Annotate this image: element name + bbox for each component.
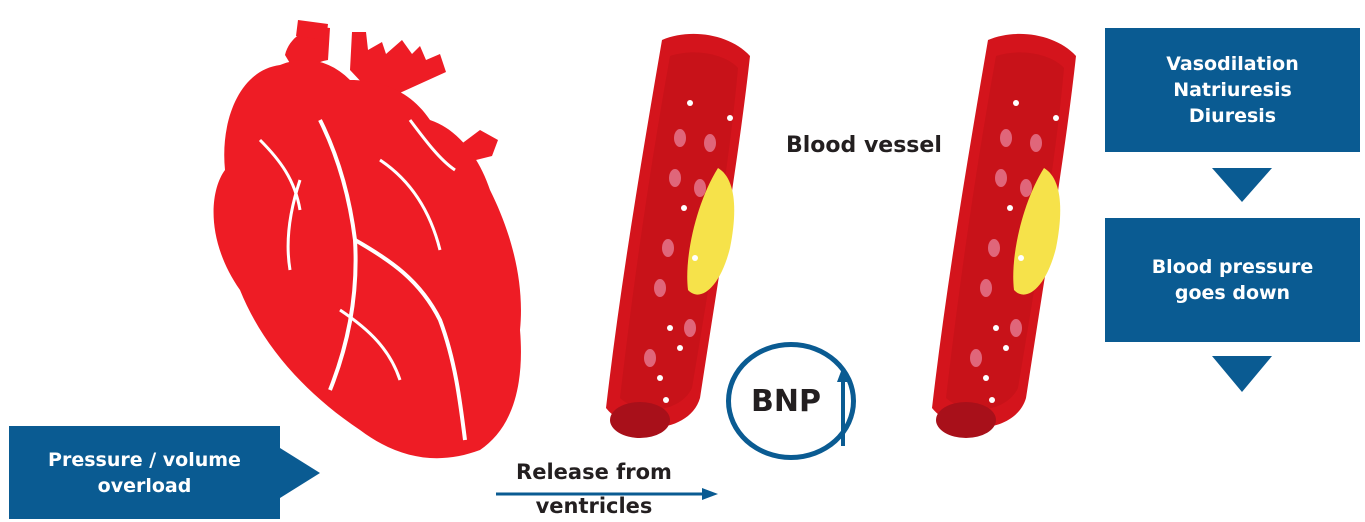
effects-box: Vasodilation Natriuresis Diuresis (1105, 28, 1360, 152)
input-line-1: Pressure / volume (48, 447, 241, 473)
right-arrow-icon (496, 486, 718, 502)
bnp-label: BNP (751, 384, 821, 419)
blood-pressure-outcome-box: Blood pressure goes down (1105, 218, 1360, 342)
down-arrow-icon (1212, 356, 1272, 392)
outcome-line-1: Blood pressure (1152, 254, 1314, 280)
effect-line-3: Diuresis (1189, 103, 1276, 129)
right-arrow-icon (280, 448, 320, 498)
up-arrow-icon (836, 366, 850, 446)
heart-illustration (180, 10, 540, 480)
blood-vessel-label: Blood vessel (786, 133, 942, 158)
down-arrow-icon (1212, 168, 1272, 202)
pressure-volume-overload-box: Pressure / volume overload (9, 426, 280, 519)
effect-line-1: Vasodilation (1166, 51, 1298, 77)
blood-vessel-illustration (926, 28, 1096, 448)
outcome-line-2: goes down (1175, 280, 1290, 306)
release-line-1: Release from (494, 458, 694, 486)
effect-line-2: Natriuresis (1173, 77, 1292, 103)
input-line-2: overload (98, 473, 192, 499)
